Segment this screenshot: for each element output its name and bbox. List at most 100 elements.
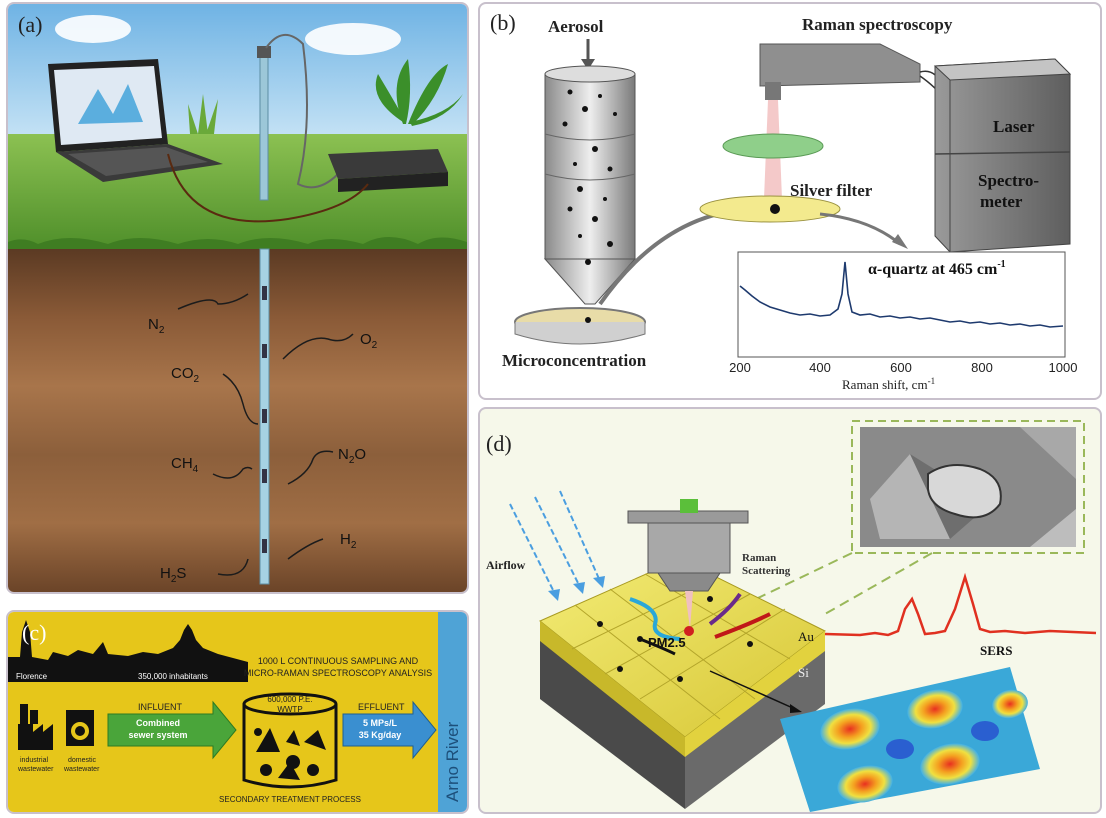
combined-label-line2: sewer system bbox=[128, 730, 187, 740]
aerosol-label: Aerosol bbox=[548, 17, 604, 36]
pm25-label: PM2.5 bbox=[648, 635, 686, 650]
aerosol-particles bbox=[562, 89, 617, 265]
wwtp-label-line2: WWTP bbox=[277, 705, 302, 714]
spectrum-arrow-head bbox=[892, 234, 908, 249]
laser-label: Laser bbox=[993, 117, 1035, 136]
cloud bbox=[55, 15, 131, 43]
raman-spectroscopy-label: Raman spectroscopy bbox=[802, 15, 953, 34]
sem-pyramid bbox=[870, 454, 950, 539]
gas-h2s: H2S bbox=[160, 565, 186, 585]
sampling-title-line1: 1000 L CONTINUOUS SAMPLING AND bbox=[258, 656, 419, 666]
river-band bbox=[438, 612, 467, 812]
objective-top bbox=[680, 499, 698, 513]
raman-scattering-line2: Scattering bbox=[742, 565, 791, 577]
industrial-label-line1: industrial bbox=[20, 757, 48, 764]
scattering-curve bbox=[639, 637, 676, 656]
arno-river-label: Arno River bbox=[443, 721, 462, 802]
si-label: Si bbox=[798, 665, 809, 680]
domestic-label-line1: domestic bbox=[68, 757, 97, 764]
sers-spectrum-line bbox=[824, 572, 1097, 637]
sem-pyramid bbox=[1020, 427, 1076, 479]
spectrometer-label-line2: meter bbox=[980, 192, 1023, 211]
panel-label-c: (c) bbox=[22, 620, 47, 645]
spectrum-tick-labels: 200 400 600 800 1000 bbox=[729, 360, 1077, 375]
airflow-arrows bbox=[509, 490, 601, 595]
aerosol-arrow-head bbox=[581, 59, 595, 70]
gas-n2o: N2O bbox=[338, 446, 366, 466]
panel-d-sers-pm25: Airflow Raman Scattering PM2.5 bbox=[478, 407, 1102, 814]
gas-n2: N2 bbox=[148, 316, 165, 336]
florence-skyline-icon bbox=[8, 620, 248, 682]
soil bbox=[8, 249, 467, 592]
inhabitants-label: 350,000 inhabitants bbox=[138, 672, 208, 681]
laser-spectrometer-unit bbox=[933, 58, 1072, 253]
focusing-lens bbox=[722, 133, 824, 159]
spectrum-plot-frame bbox=[737, 251, 1066, 358]
gas-co2: CO2 bbox=[171, 365, 200, 385]
factory-icon bbox=[18, 704, 53, 750]
concentrator-cylinder bbox=[543, 65, 637, 305]
collection-dish-rim bbox=[514, 322, 646, 345]
influent-label: INFLUENT bbox=[138, 702, 183, 712]
scattering-curve bbox=[714, 612, 771, 639]
influent-arrow bbox=[107, 700, 237, 760]
probe-cap bbox=[257, 46, 271, 58]
probe-sensors bbox=[262, 286, 267, 553]
si-right-face bbox=[685, 649, 825, 809]
panel-label-d: (d) bbox=[486, 431, 512, 456]
tick-label: 200 bbox=[729, 360, 751, 375]
tick-label: 600 bbox=[890, 360, 912, 375]
laser-cone bbox=[685, 591, 693, 629]
wwtp-tank bbox=[242, 692, 338, 789]
sampling-title-line2: MICRO-RAMAN SPECTROSCOPY ANALYSIS bbox=[244, 668, 432, 678]
wwtp-label-line1: 600,000 P.E. bbox=[267, 695, 312, 704]
probe-cable bbox=[265, 34, 339, 189]
gas-diffusion-lines bbox=[177, 293, 354, 576]
tick-label: 400 bbox=[809, 360, 831, 375]
cloud bbox=[305, 23, 401, 55]
plant-right bbox=[375, 59, 463, 126]
pm25-particle bbox=[684, 626, 694, 636]
panel-b-raman-aerosol: Aerosol Microconcentration Raman spectro… bbox=[478, 2, 1102, 400]
soil-gas-illustration: N2 O2 CO2 CH4 N2O H2 H2S bbox=[8, 4, 467, 592]
data-logger-icon bbox=[328, 149, 448, 192]
wastewater-flow-diagram: Arno River Florence 350,000 inhabitants … bbox=[8, 612, 467, 812]
raman-objective bbox=[765, 82, 781, 100]
alpha-quartz-label: α-quartz at 465 cm-1 bbox=[868, 259, 1006, 278]
raman-scattering-line1: Raman bbox=[742, 552, 776, 564]
panel-label-b: (b) bbox=[490, 10, 516, 35]
gas-labels: N2 O2 CO2 CH4 N2O H2 H2S bbox=[148, 316, 378, 585]
effluent-rate-line1: 5 MPs/L bbox=[363, 718, 398, 728]
tick-label: 800 bbox=[971, 360, 993, 375]
gas-h2: H2 bbox=[340, 531, 357, 551]
grass-tuft bbox=[188, 94, 218, 134]
si-left-face bbox=[540, 639, 685, 809]
spectrometer-label-line1: Spectro- bbox=[978, 171, 1039, 190]
panel-label-a: (a) bbox=[18, 12, 43, 37]
effluent-label: EFFLUENT bbox=[358, 702, 405, 712]
grass-edge bbox=[8, 237, 467, 249]
secondary-treatment-label: SECONDARY TREATMENT PROCESS bbox=[219, 795, 361, 804]
deposit-spot bbox=[585, 317, 591, 323]
silver-filter-label: Silver filter bbox=[790, 181, 873, 200]
au-label: Au bbox=[798, 629, 814, 644]
map-arrow-head bbox=[790, 704, 802, 713]
spectrum-arrow bbox=[819, 212, 901, 246]
sers-substrate-diagram: Airflow Raman Scattering PM2.5 bbox=[486, 420, 1097, 812]
probe-tube bbox=[259, 53, 269, 201]
raman-spectrum-line bbox=[739, 261, 1064, 328]
panel-a-soil-gas-monitoring: N2 O2 CO2 CH4 N2O H2 H2S (a) bbox=[6, 2, 469, 594]
sem-particle bbox=[927, 464, 1002, 519]
objective-body bbox=[647, 522, 731, 574]
skyline-caption-bar bbox=[8, 668, 248, 682]
gas-ch4: CH4 bbox=[171, 455, 199, 475]
zoom-line bbox=[734, 552, 853, 610]
washing-machine-icon bbox=[66, 710, 94, 746]
laptop-icon bbox=[48, 59, 223, 182]
scattering-curve bbox=[629, 597, 681, 641]
gas-o2: O2 bbox=[360, 331, 378, 351]
industrial-label-line2: wastewater bbox=[17, 766, 54, 773]
effluent-arrow bbox=[342, 700, 437, 760]
airflow-label: Airflow bbox=[486, 558, 526, 572]
florence-label: Florence bbox=[16, 672, 48, 681]
